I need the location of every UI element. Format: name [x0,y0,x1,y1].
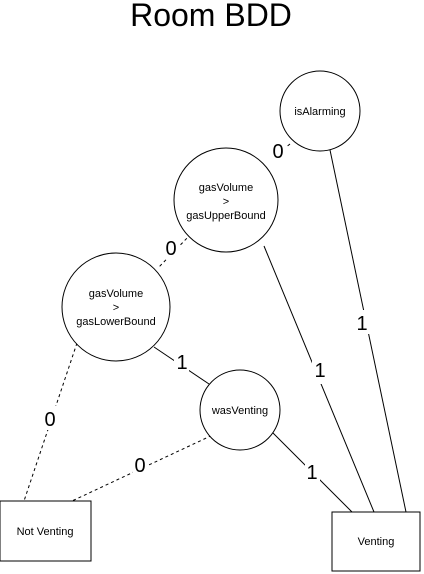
node-gasupper-circle [173,147,279,253]
node-gaslower-circle [61,252,171,362]
edge-gasupper-to-gaslower [157,233,192,269]
edge-label-isalarming-1: 1 [356,313,367,335]
node-gasupper-line-3: gasUpperBound [186,210,266,222]
terminal-not-venting: Not Venting [0,500,92,562]
node-gaslower-line-2: > [113,302,119,314]
node-wasventing-label: wasVenting [211,405,268,417]
edge-label-wasventing-1: 1 [306,462,317,484]
edge-label-gasupper-1: 1 [314,360,325,382]
node-gasupper: gasVolume > gasUpperBound [173,147,279,253]
edge-label-isalarming-0: 0 [272,141,283,163]
node-wasventing: wasVenting [199,369,281,451]
node-wasventing-circle [199,369,281,451]
edge-labels: 0 1 0 1 0 1 0 1 [43,140,370,484]
terminal-venting-label: Venting [358,536,395,548]
node-gasupper-line-2: > [223,196,229,208]
node-gasupper-line-1: gasVolume [199,182,253,194]
node-gaslower-line-3: gasLowerBound [76,316,156,328]
terminal-not-venting-label: Not Venting [17,526,74,538]
node-isalarming-label: isAlarming [294,106,345,118]
edge-label-wasventing-0: 0 [134,455,145,477]
node-isalarming-circle [279,70,361,152]
node-gaslower: gasVolume > gasLowerBound [61,252,171,362]
edge-label-gaslower-1: 1 [176,352,187,374]
edge-gaslower-to-notventing [23,342,78,502]
diagram-title: Room BDD [130,0,292,33]
node-gaslower-line-1: gasVolume [89,288,143,300]
node-isalarming: isAlarming [279,70,361,152]
edge-label-gaslower-0: 0 [44,409,55,431]
terminal-venting: Venting [331,511,421,572]
edge-label-gasupper-0: 0 [165,238,176,260]
terminal-not-venting-box [0,500,92,562]
terminal-venting-box [331,511,421,572]
